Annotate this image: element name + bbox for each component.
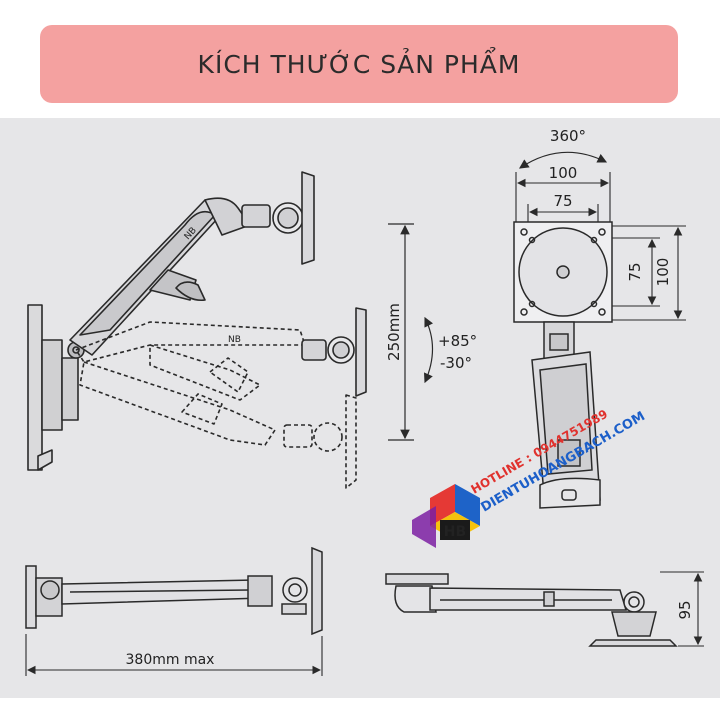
- page-title: KÍCH THƯỚC SẢN PHẨM: [197, 49, 521, 79]
- profile-view-drawing: [385, 573, 678, 647]
- vesa-outer-vertical-label: 100: [654, 258, 672, 287]
- rotation-arc: [519, 151, 608, 169]
- vesa-outer-horizontal-label: 100: [549, 164, 578, 182]
- front-view-drawing: [513, 221, 613, 509]
- tilt-arc: [423, 316, 434, 384]
- depth-dimension-line: [660, 571, 704, 647]
- vesa-inner-vertical-label: 75: [626, 262, 644, 281]
- height-dimension-line: [388, 223, 414, 441]
- top-view-drawing: [25, 546, 323, 636]
- reach-label: 380mm max: [126, 652, 215, 668]
- brand-logo: HB: [412, 484, 480, 548]
- tilt-down-label: -30°: [440, 354, 472, 372]
- vesa-inner-horizontal-label: 75: [553, 192, 572, 210]
- side-view-drawing: NB NB: [27, 171, 367, 489]
- svg-text:HB: HB: [444, 524, 466, 540]
- rotation-label: 360°: [550, 127, 586, 145]
- vesa-dimension-lines: [515, 172, 686, 321]
- reach-dimension-line: [25, 634, 323, 676]
- tilt-up-label: +85°: [438, 332, 477, 350]
- svg-text:NB: NB: [228, 335, 241, 345]
- height-range-label: 250mm: [385, 303, 403, 361]
- depth-label: 95: [676, 600, 694, 619]
- header-banner: KÍCH THƯỚC SẢN PHẨM: [40, 25, 678, 103]
